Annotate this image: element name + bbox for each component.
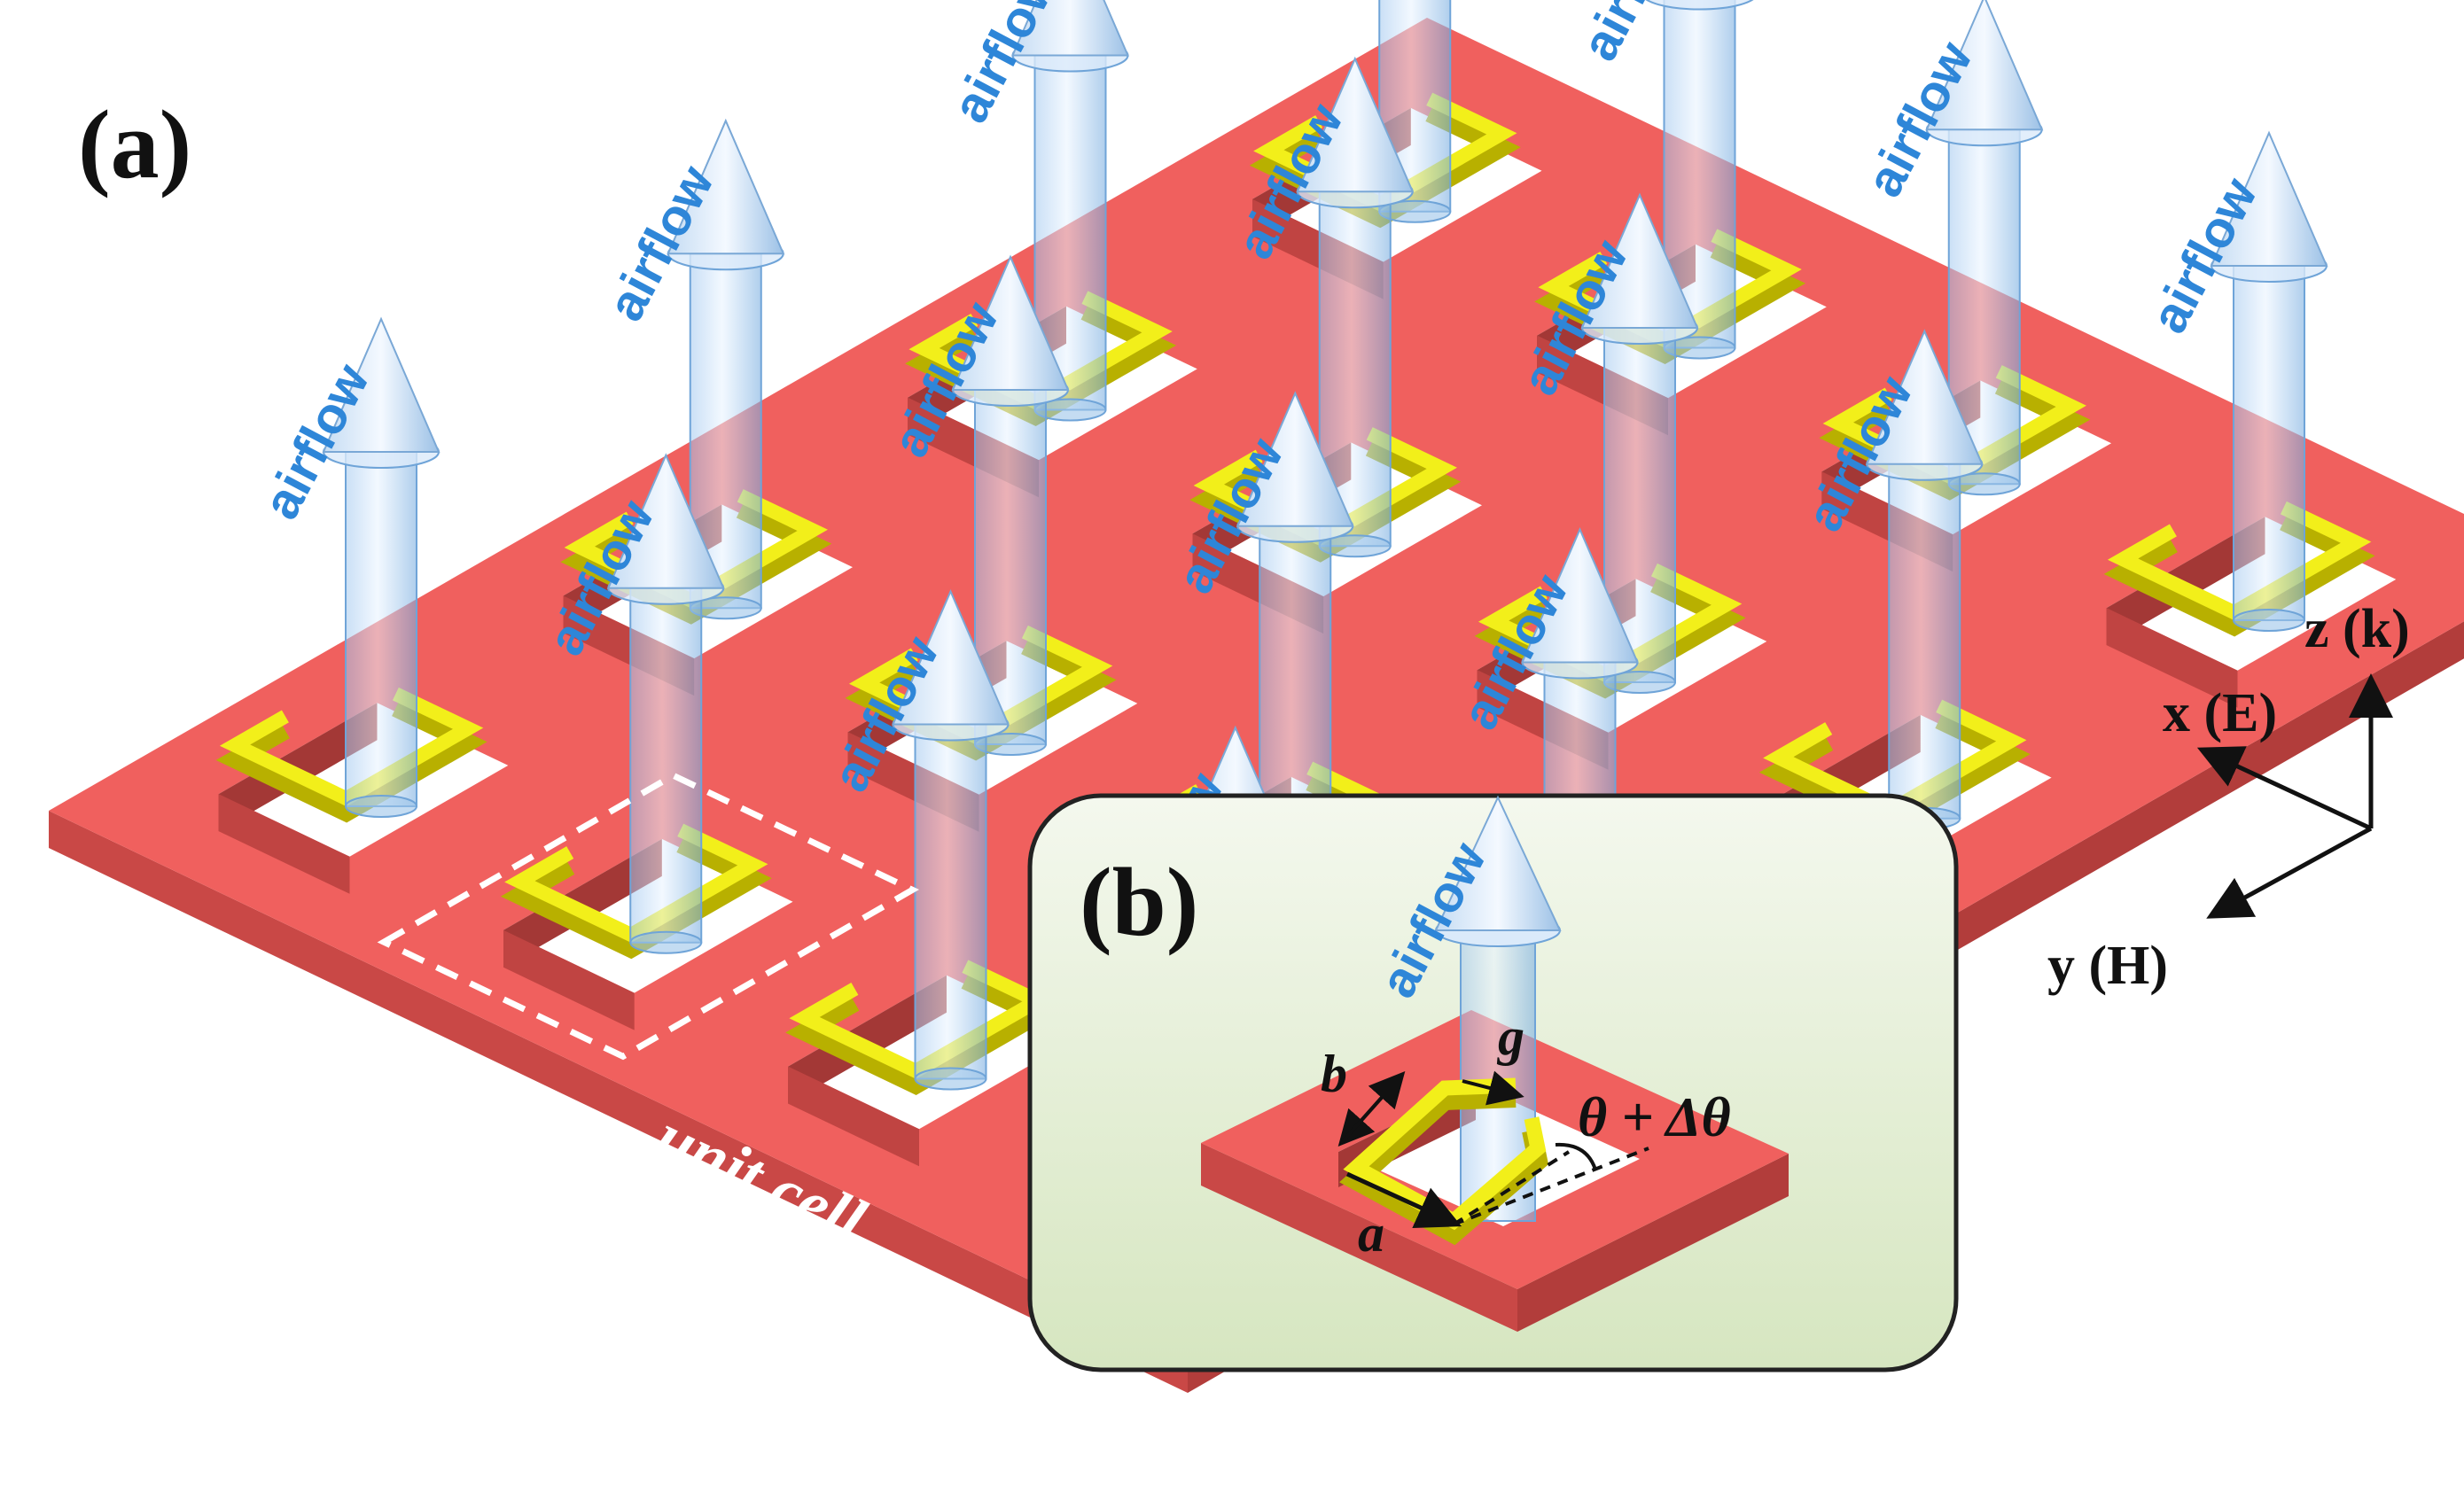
inset-frame-left bbox=[1201, 1143, 1517, 1332]
tube-base bbox=[914, 1067, 987, 1091]
y-axis-arrow bbox=[2206, 826, 2373, 919]
hole-wall bbox=[788, 975, 947, 1104]
airflow-tube bbox=[629, 587, 703, 944]
airflow-arrowhead bbox=[1865, 329, 1984, 465]
airflow-arrowhead bbox=[1296, 56, 1415, 193]
dim-a-label: a bbox=[1358, 1204, 1384, 1263]
x-axis-arrow bbox=[2196, 746, 2373, 831]
unit-cell: airflow bbox=[1189, 56, 1482, 634]
angle-ref-line bbox=[1452, 1150, 1571, 1226]
angle-label: θ + Δθ bbox=[1578, 1085, 1731, 1148]
tube-base bbox=[345, 795, 417, 818]
panel-a-label: (a) bbox=[78, 90, 191, 198]
airflow-arrowhead bbox=[1925, 0, 2044, 131]
inset-airflow-arrowhead bbox=[1434, 795, 1562, 931]
frame-left-face bbox=[49, 811, 1188, 1393]
unit-cell-outline bbox=[377, 772, 920, 1061]
hole-wall bbox=[218, 703, 378, 832]
hole-wall bbox=[2106, 517, 2265, 646]
z-axis-label: z (k) bbox=[2304, 599, 2410, 659]
unit-cell: airflow bbox=[785, 588, 1078, 1167]
x-axis-label: x (E) bbox=[2163, 683, 2277, 743]
tube-base bbox=[629, 930, 703, 954]
hole-wall bbox=[503, 838, 662, 968]
inset-split-ring-resonator bbox=[1343, 1077, 1547, 1231]
airflow-arrowhead bbox=[1010, 0, 1130, 57]
panel-b-label: (b) bbox=[1080, 848, 1198, 956]
cone-base bbox=[1645, 0, 1754, 11]
frame-top bbox=[49, 18, 2464, 1356]
angle-ref-line-2 bbox=[1453, 1147, 1649, 1226]
dim-b-label: b bbox=[1321, 1045, 1347, 1103]
airflow-arrowhead bbox=[667, 118, 785, 255]
inset-frame-front bbox=[1517, 1154, 1789, 1332]
tube-base bbox=[2233, 609, 2305, 632]
unit-cell: airflow bbox=[2103, 130, 2397, 708]
hole-wall bbox=[788, 1066, 919, 1167]
angle-arc bbox=[1555, 1142, 1597, 1170]
airflow-arrowhead bbox=[891, 588, 1010, 726]
airflow-tube bbox=[345, 451, 417, 807]
unit-cell: airflow bbox=[215, 316, 509, 894]
airflow-tube bbox=[2233, 265, 2305, 621]
airflow-arrowhead bbox=[1520, 526, 1640, 664]
airflow-arrowhead bbox=[2210, 130, 2328, 267]
airflow-arrowhead bbox=[322, 316, 441, 453]
airflow-arrowhead bbox=[606, 453, 725, 589]
dim-g-arrow bbox=[1462, 1070, 1524, 1106]
y-axis-label: y (H) bbox=[2047, 936, 2168, 996]
airflow-tube bbox=[914, 723, 987, 1080]
hole-wall bbox=[218, 794, 350, 894]
dim-g-label: g bbox=[1496, 1007, 1524, 1066]
hole-wall bbox=[2106, 608, 2238, 708]
unit-cell: airflow bbox=[560, 118, 853, 696]
hole-wall bbox=[503, 929, 635, 1030]
airflow-arrowhead bbox=[1236, 391, 1354, 527]
airflow-tube bbox=[1888, 463, 1961, 820]
airflow-arrowhead bbox=[1580, 192, 1699, 329]
dim-a-arrow bbox=[1345, 1171, 1462, 1229]
dim-b-arrow-rev bbox=[1341, 1071, 1406, 1143]
airflow-arrowhead bbox=[951, 254, 1070, 391]
